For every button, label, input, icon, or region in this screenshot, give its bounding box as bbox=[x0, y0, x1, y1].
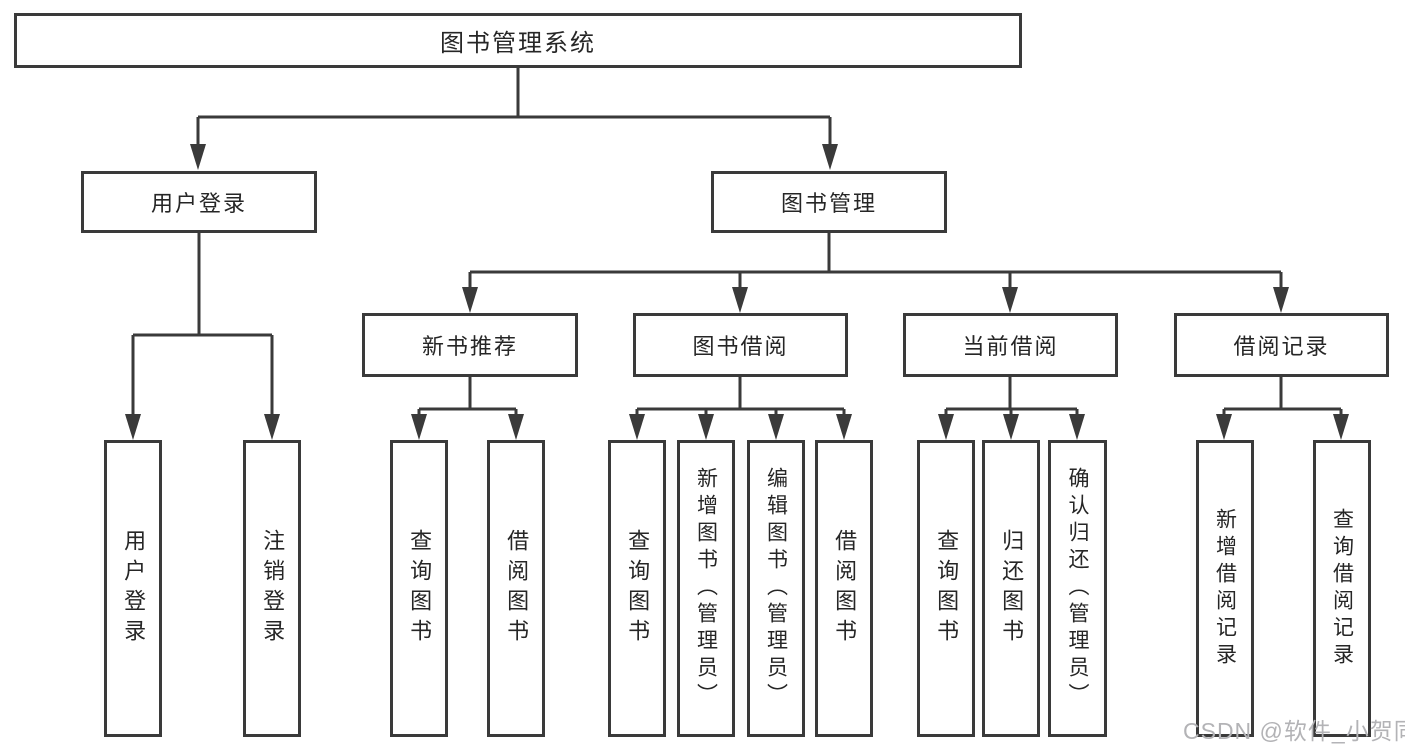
leaf-logout: 注销登录 bbox=[243, 440, 301, 737]
node-new-book-recommend: 新书推荐 bbox=[362, 313, 578, 377]
leaf-borrow-books: 借阅图书 bbox=[815, 440, 873, 737]
node-root-system: 图书管理系统 bbox=[14, 13, 1022, 68]
leaf-borrow-books-recommend: 借阅图书 bbox=[487, 440, 545, 737]
csdn-watermark: CSDN @软件_小贺同学 bbox=[1183, 718, 1405, 744]
node-book-borrow: 图书借阅 bbox=[633, 313, 848, 377]
leaf-add-book-admin: 新增图书（管理员） bbox=[677, 440, 735, 737]
leaf-user-login: 用户登录 bbox=[104, 440, 162, 737]
node-user-login: 用户登录 bbox=[81, 171, 317, 233]
leaf-query-books-borrow: 查询图书 bbox=[608, 440, 666, 737]
node-current-borrow: 当前借阅 bbox=[903, 313, 1118, 377]
arrowheads bbox=[125, 144, 1349, 440]
node-borrow-records: 借阅记录 bbox=[1174, 313, 1389, 377]
leaf-query-books-recommend: 查询图书 bbox=[390, 440, 448, 737]
leaf-return-book: 归还图书 bbox=[982, 440, 1040, 737]
leaf-edit-book-admin: 编辑图书（管理员） bbox=[747, 440, 805, 737]
leaf-query-books-current: 查询图书 bbox=[917, 440, 975, 737]
leaf-confirm-return-admin: 确认归还（管理员） bbox=[1048, 440, 1107, 737]
leaf-add-borrow-record: 新增借阅记录 bbox=[1196, 440, 1254, 737]
node-book-management: 图书管理 bbox=[711, 171, 947, 233]
leaf-query-borrow-record: 查询借阅记录 bbox=[1313, 440, 1371, 737]
